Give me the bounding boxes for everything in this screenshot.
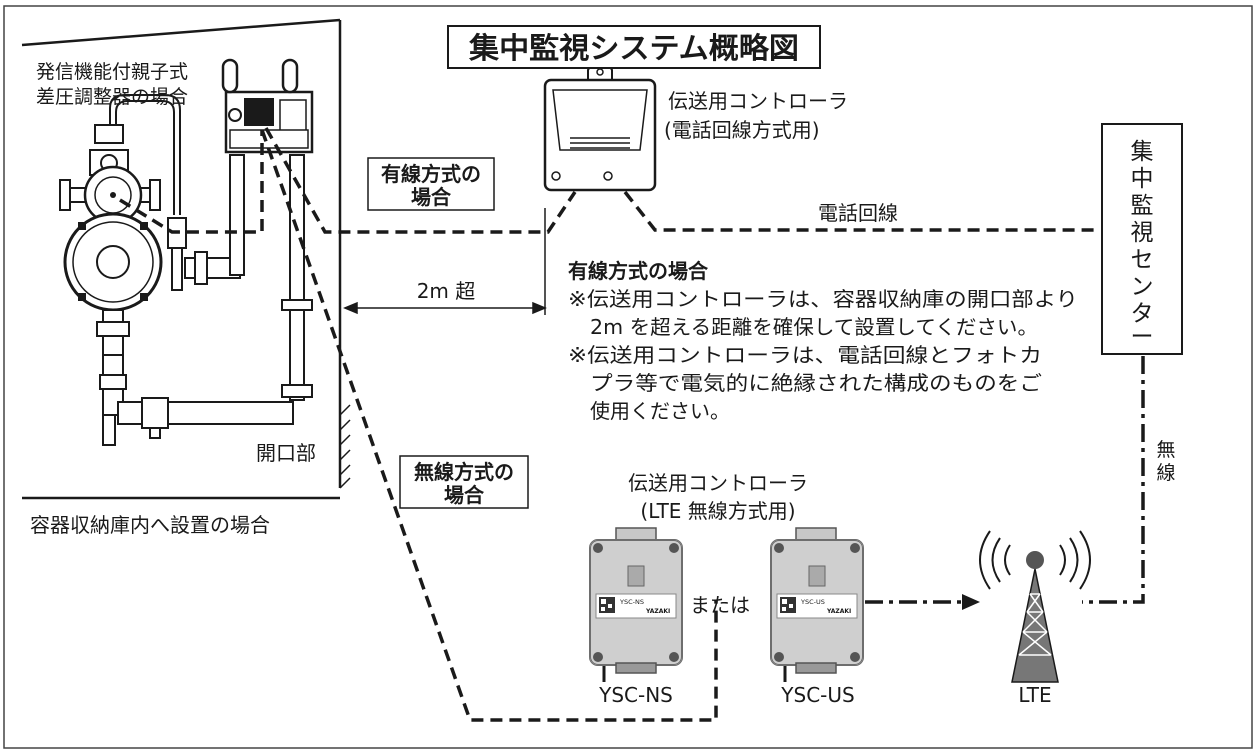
radio-connection — [865, 356, 1145, 604]
lte-controller-label-2: (LTE 無線方式用) — [640, 499, 795, 523]
wired-connection — [119, 127, 1100, 234]
wired-case-label-2: 場合 — [411, 185, 452, 209]
wired-case-label-1: 有線方式の — [381, 162, 481, 186]
plate-text: YSC-US — [800, 598, 825, 606]
lte-controller-label-1: 伝送用コントローラ — [628, 471, 808, 495]
center-char: ー — [1131, 324, 1154, 350]
device-name-label: YSC-US — [780, 683, 854, 707]
diagram-title: 集中監視システム概略図 — [468, 31, 799, 65]
opening-hatch — [339, 404, 351, 489]
center-char: 集 — [1131, 139, 1154, 165]
regulator-label-2: 差圧調整器の場合 — [36, 86, 188, 108]
wireless-case-box — [399, 455, 529, 509]
center-char: 監 — [1131, 193, 1154, 219]
outer-frame — [3, 5, 1253, 749]
note-line: プラ等で電気的に絶縁された構成のものをご — [590, 371, 1042, 395]
note-line: 使用ください。 — [590, 399, 730, 423]
note-line: ※伝送用コントローラは、容器収納庫の開口部より — [568, 287, 1078, 311]
lte-tower — [979, 530, 1091, 683]
or-label: または — [690, 593, 750, 617]
radio-label-char: 線 — [1156, 462, 1175, 484]
plate-text: YSC-NS — [619, 598, 644, 606]
center-char: 視 — [1131, 220, 1154, 246]
wired-case-box — [367, 157, 495, 211]
note-line: 2m を超える距離を確保して設置してください。 — [590, 315, 1038, 339]
phone-controller-label-2: (電話回線方式用) — [664, 118, 820, 142]
monitoring-center-label: 集 中 監 視 セ ン タ ー — [1131, 139, 1154, 350]
radio-label-char: 無 — [1156, 439, 1175, 461]
opening-label: 開口部 — [256, 441, 316, 465]
center-char: セ — [1131, 247, 1154, 273]
center-char: タ — [1131, 301, 1154, 327]
controller-phone-line — [543, 60, 657, 192]
wireless-case-label-1: 無線方式の — [414, 460, 514, 484]
storage-caption: 容器収納庫内へ設置の場合 — [30, 513, 270, 537]
monitoring-center-box — [1101, 123, 1183, 355]
lte-label: LTE — [1018, 683, 1051, 707]
regulator-assembly — [59, 58, 314, 446]
device-ysc-us: YSC-US YAZAKI — [770, 527, 864, 682]
wireless-connection — [260, 129, 718, 722]
notes-heading: 有線方式の場合 — [568, 259, 709, 283]
center-char: 中 — [1131, 166, 1154, 192]
phone-controller-label-1: 伝送用コントローラ — [668, 89, 848, 113]
brand-text: YAZAKI — [826, 608, 851, 615]
distance-dimension — [343, 208, 547, 315]
radio-arrowhead — [962, 594, 980, 610]
title-box — [447, 25, 821, 69]
distance-label: 2m 超 — [417, 279, 476, 303]
device-name-label: YSC-NS — [598, 683, 673, 707]
regulator-label-1: 発信機能付親子式 — [36, 61, 188, 83]
device-ysc-ns: YSC-NS YAZAKI — [589, 527, 683, 682]
phone-line-label: 電話回線 — [818, 201, 898, 225]
center-char: ン — [1131, 274, 1154, 300]
wireless-case-label-2: 場合 — [444, 483, 485, 507]
storage-room — [21, 18, 351, 500]
note-line: ※伝送用コントローラは、電話回線とフォトカ — [568, 343, 1042, 367]
brand-text: YAZAKI — [645, 608, 670, 615]
